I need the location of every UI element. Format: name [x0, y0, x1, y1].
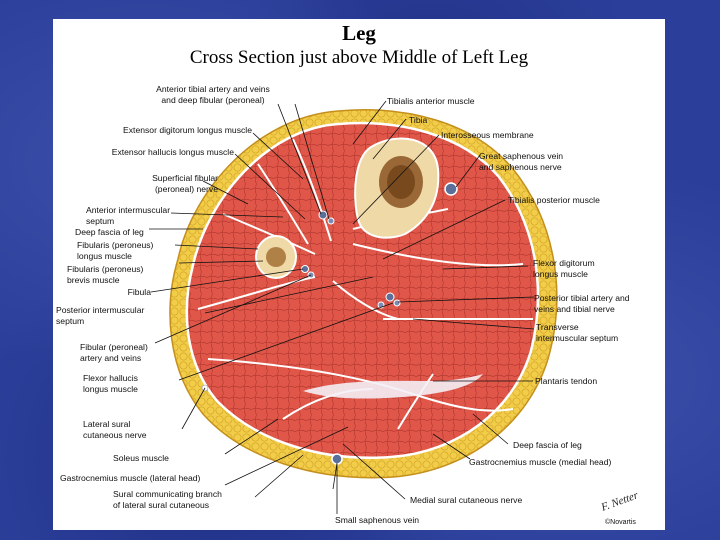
label-fibular-artery: Fibular (peroneal)artery and veins	[80, 342, 148, 363]
labels-right: Tibialis anterior muscle Tibia Interosse…	[387, 96, 630, 505]
plantaris-tendon	[303, 374, 483, 399]
label-tibia: Tibia	[409, 115, 428, 125]
label-extensor-digitorum: Extensor digitorum longus muscle	[123, 125, 252, 135]
deep-fascia-muscle-mass	[185, 121, 540, 459]
label-superficial-fibular-nerve: Superficial fibular(peroneal) nerve	[152, 173, 218, 194]
page-title: Leg	[342, 21, 376, 45]
leader-lines	[149, 100, 535, 514]
label-tibialis-posterior: Tibialis posterior muscle	[508, 195, 600, 205]
label-extensor-hallucis: Extensor hallucis longus muscle	[112, 147, 235, 157]
label-fibularis-longus: Fibularis (peroneus)longus muscle	[77, 240, 154, 261]
page-subtitle: Cross Section just above Middle of Left …	[189, 47, 529, 68]
label-interosseous: Interosseous membrane	[441, 130, 534, 140]
label-fibula: Fibula	[128, 287, 152, 297]
label-fibularis-brevis: Fibularis (peroneus)brevis muscle	[67, 264, 144, 285]
label-gastrocnemius-medial: Gastrocnemius muscle (medial head)	[469, 457, 611, 467]
label-tibialis-anterior: Tibialis anterior muscle	[387, 96, 475, 106]
label-plantaris-tendon: Plantaris tendon	[535, 376, 597, 386]
slide-panel: Leg Cross Section just above Middle of L…	[53, 19, 665, 530]
copyright-text: ©Novartis	[605, 518, 636, 526]
label-gastrocnemius-lateral: Gastrocnemius muscle (lateral head)	[60, 473, 201, 483]
label-deep-fascia-left: Deep fascia of leg	[75, 227, 144, 237]
label-small-saphenous: Small saphenous vein	[335, 515, 419, 525]
artist-signature: F. Netter	[599, 489, 641, 514]
label-medial-sural: Medial sural cutaneous nerve	[410, 495, 522, 505]
label-deep-fascia-right: Deep fascia of leg	[513, 440, 582, 450]
label-soleus: Soleus muscle	[113, 453, 169, 463]
